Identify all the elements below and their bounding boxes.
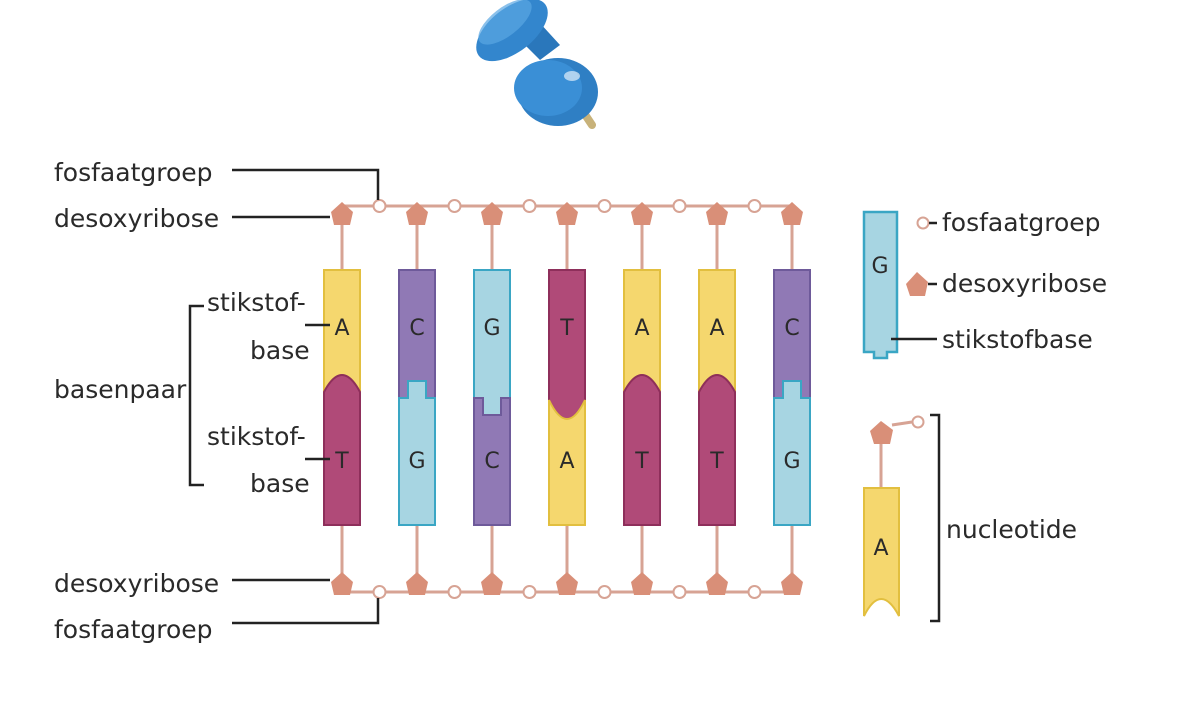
legend: G fosfaatgroep desoxyribose stikstofbase [862,208,1107,360]
left-leader-lines [188,168,380,625]
bottom-sugar-icon [706,572,728,595]
base-pair-column: AT [623,202,661,595]
label-lower-base-line2: base [250,469,310,498]
top-base-letter: C [784,316,799,341]
base-pair-column: CG [773,202,811,595]
label-base-pair: basenpaar [54,375,187,404]
top-base-letter: A [334,316,349,341]
bottom-phosphate-icon [522,585,537,599]
nucleotide-sugar-icon [870,421,893,444]
top-base-letter: A [709,316,724,341]
bottom-phosphate-icon [597,585,612,599]
bottom-sugar-icon [556,572,578,595]
bottom-base-letter: C [484,449,499,474]
nucleotide-bracket [930,413,941,623]
label-lower-base-line1: stikstof- [207,422,306,451]
nucleotide-base-shape [863,487,900,617]
top-phosphate-icon [447,199,462,213]
top-phosphate-icon [372,199,387,213]
legend-base-label: stikstofbase [942,325,1093,354]
top-sugar-icon [481,202,503,225]
bottom-sugar-icon [781,572,803,595]
legend-sugar-label: desoxyribose [942,269,1107,298]
nucleotide-example: A nucleotide [863,413,1077,623]
bottom-base-block [323,374,361,526]
bottom-base-block [548,399,586,526]
base-pair-column: AT [698,202,736,595]
bottom-base-letter: T [709,449,724,474]
legend-sugar-icon [906,272,928,296]
bottom-sugar-icon [481,572,503,595]
nucleotide-label: nucleotide [946,515,1077,544]
bottom-base-letter: A [559,449,574,474]
top-sugar-icon [781,202,803,225]
top-sugar-icon [406,202,428,225]
bottom-base-letter: G [783,449,800,474]
top-sugar-icon [631,202,653,225]
label-top-sugar: desoxyribose [54,204,219,233]
base-pair-column: CG [398,202,436,595]
top-base-letter: T [559,316,574,341]
bottom-base-letter: T [334,449,349,474]
top-phosphate-icon [747,199,762,213]
top-base-block [473,269,511,416]
bottom-base-letter: G [408,449,425,474]
legend-base-shape [862,210,899,360]
nucleotide-letter: A [873,536,888,561]
leader-top-phosphate [232,168,380,200]
bottom-phosphate-icon [447,585,462,599]
legend-letter: G [871,254,888,279]
bottom-base-block [623,374,661,526]
top-phosphate-icon [672,199,687,213]
bottom-base-block [398,380,436,526]
bottom-phosphate-icon [747,585,762,599]
legend-phosphate-icon [916,216,930,230]
top-base-block [548,269,586,420]
top-sugar-icon [706,202,728,225]
top-phosphate-icon [522,199,537,213]
label-upper-base-line1: stikstof- [207,288,306,317]
top-base-letter: G [483,316,500,341]
base-pair-bracket [188,304,204,487]
bottom-base-block [773,380,811,526]
base-pair-column: GC [473,202,511,595]
bottom-sugar-icon [631,572,653,595]
bottom-sugar-icon [406,572,428,595]
phosphate-groups [372,199,762,599]
label-upper-base-line2: base [250,336,310,365]
bottom-phosphate-icon [372,585,387,599]
nucleotide-phosphate-icon [911,415,925,429]
label-bottom-sugar: desoxyribose [54,569,219,598]
label-top-phosphate: fosfaatgroep [54,158,213,187]
leader-bottom-phosphate [232,598,380,625]
bottom-base-block [698,374,736,526]
base-pair-column: TA [548,202,586,595]
base-pair-column: AT [323,202,361,595]
top-base-letter: A [634,316,649,341]
bottom-phosphate-icon [672,585,687,599]
bottom-base-letter: T [634,449,649,474]
bottom-sugar-icon [331,572,353,595]
top-sugar-icon [331,202,353,225]
top-phosphate-icon [597,199,612,213]
top-sugar-icon [556,202,578,225]
pushpin-icon [476,0,598,129]
bottom-base-block [473,397,511,526]
legend-phosphate-label: fosfaatgroep [942,208,1101,237]
label-bottom-phosphate: fosfaatgroep [54,615,213,644]
nucleotide-phosphate-link [891,420,913,427]
top-base-letter: C [409,316,424,341]
